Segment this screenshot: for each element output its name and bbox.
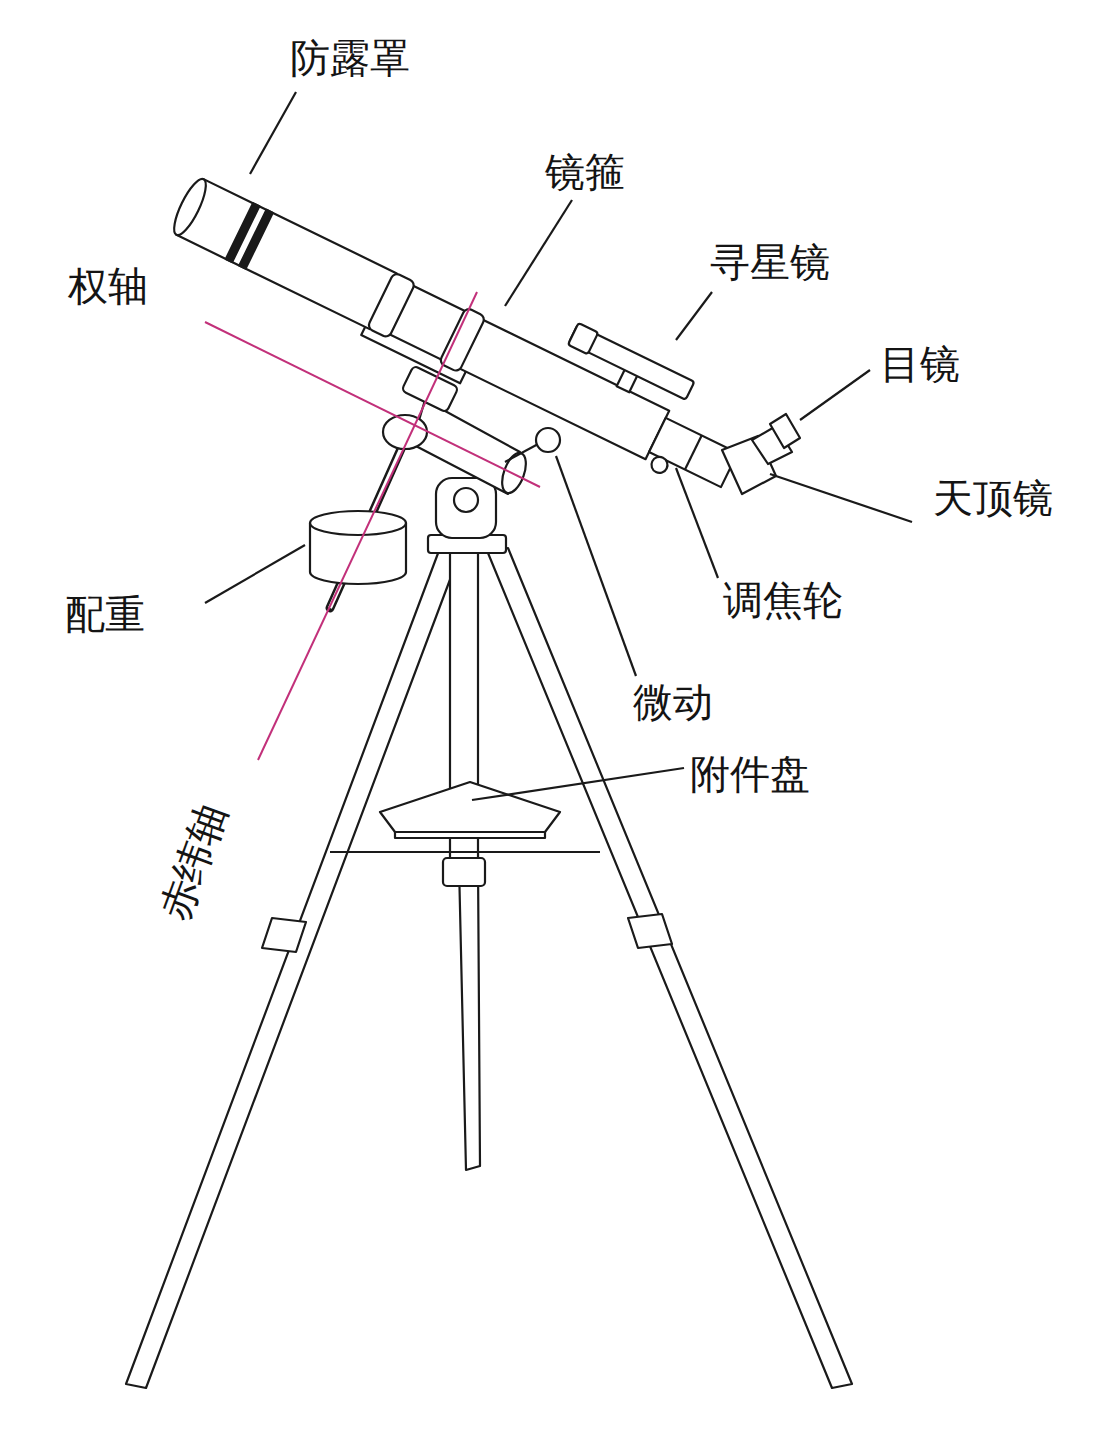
- mount-base: [436, 478, 496, 538]
- part-label: 镜箍: [545, 150, 625, 194]
- slow-motion-knob: [536, 428, 560, 452]
- part-label: 微动: [633, 680, 713, 724]
- focus-knob: [649, 454, 670, 475]
- leader-line: [205, 545, 305, 603]
- dew-shield-opening: [168, 175, 211, 239]
- axis-line: [258, 292, 477, 760]
- axis-line: [205, 322, 540, 487]
- part-label: 调焦轮: [723, 578, 843, 622]
- dew-shield-band: [239, 210, 272, 269]
- part-label: 附件盘: [690, 752, 810, 796]
- part-label: 权轴: [68, 264, 148, 308]
- slow-motion-shaft: [505, 443, 540, 462]
- leader-line: [472, 768, 684, 800]
- leg-spreader: [330, 851, 600, 853]
- leg-clamp: [443, 858, 485, 886]
- leader-line: [250, 92, 296, 174]
- part-label: 赤纬轴: [152, 798, 234, 926]
- finder-lens: [568, 323, 598, 354]
- part-label: 配重: [65, 592, 145, 636]
- tube-ring: [367, 272, 416, 338]
- part-label: 防露罩: [290, 36, 410, 80]
- leader-line: [800, 370, 870, 420]
- leader-line: [770, 474, 912, 522]
- accessory-tray-edge: [395, 832, 545, 838]
- focuser-ring: [685, 435, 702, 469]
- tripod-leg: [488, 548, 852, 1388]
- dew-shield: [176, 179, 396, 329]
- leader-line: [556, 456, 636, 676]
- tripod-leg: [126, 548, 460, 1388]
- accessory-tray: [380, 782, 560, 832]
- mount-bolt: [454, 488, 478, 512]
- leg-clamp: [262, 918, 306, 952]
- counterweight-top: [310, 511, 406, 535]
- leg-clamp: [628, 914, 672, 948]
- eyepiece-top: [770, 414, 800, 448]
- leader-line: [676, 292, 712, 340]
- leader-line: [505, 200, 572, 306]
- part-label: 寻星镜: [710, 240, 830, 284]
- tube-ring: [439, 307, 486, 372]
- leader-line: [676, 468, 718, 578]
- part-label: 目镜: [880, 342, 960, 386]
- part-label: 天顶镜: [933, 476, 1053, 520]
